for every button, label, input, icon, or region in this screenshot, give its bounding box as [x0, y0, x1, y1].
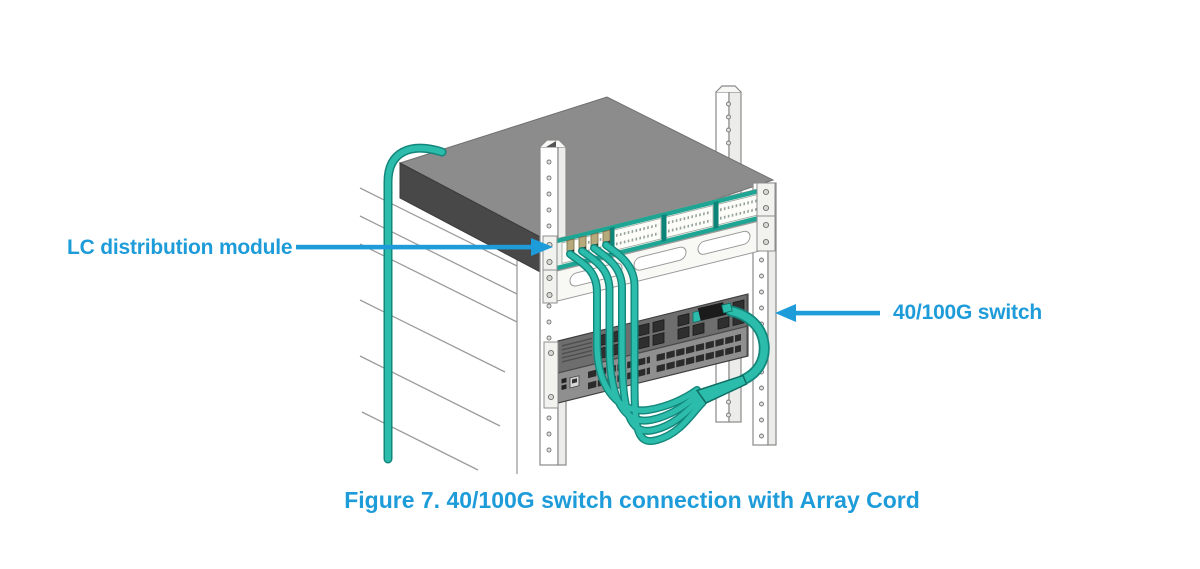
switch-callout-arrow	[775, 304, 880, 322]
switch-label: 40/100G switch	[893, 301, 1042, 324]
figure-caption: Figure 7. 40/100G switch connection with…	[344, 487, 920, 513]
lc-callout-arrow	[296, 238, 553, 256]
vent-grille	[562, 337, 592, 363]
shelf-band	[556, 253, 750, 343]
top-enclosure	[398, 96, 775, 286]
mounting-brackets	[542, 182, 776, 409]
lc-module-label: LC distribution module	[67, 236, 293, 259]
mpo-connector	[697, 302, 733, 321]
furcation-point	[695, 374, 748, 404]
management-ports	[561, 375, 580, 391]
left-fiber-cable	[383, 143, 447, 464]
array-cord-cables	[566, 241, 707, 446]
bracket-screws	[546, 188, 770, 401]
trunk-cable	[725, 305, 770, 386]
